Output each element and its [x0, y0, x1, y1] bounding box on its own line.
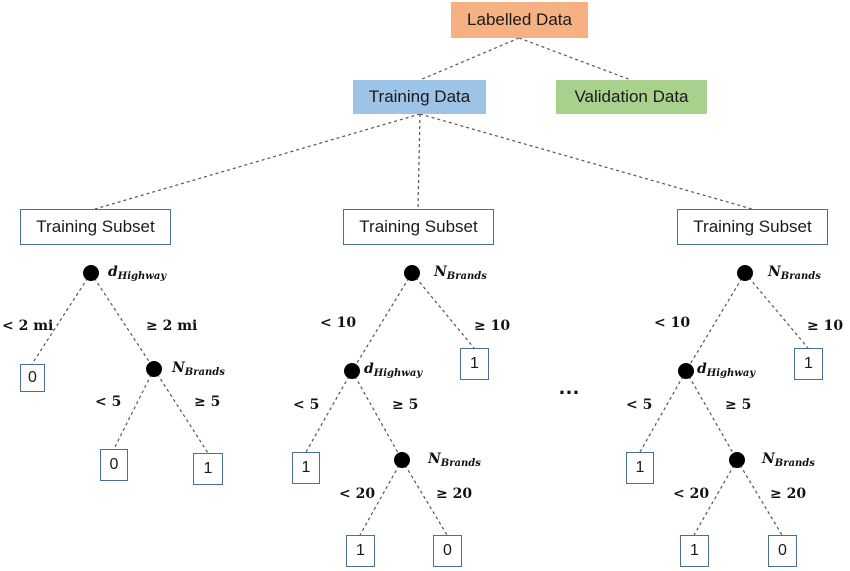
- training-subset-box-2: Training Subset: [343, 209, 494, 245]
- tree2-node-2: [344, 363, 360, 379]
- tree1-leaf-3: 1: [193, 453, 223, 485]
- edge-root-validation: [518, 37, 632, 81]
- edge-t3-node2-node3: [685, 370, 738, 461]
- tree2-cond-2: ≥ 10: [474, 318, 511, 334]
- edge-training-subset-3: [419, 113, 753, 210]
- tree1-cond-2: ≥ 2 mi: [146, 318, 198, 334]
- tree1-node-2: [146, 361, 162, 377]
- more-subsets-ellipsis: …: [558, 374, 581, 399]
- edge-t1-node2-leaf-right: [153, 368, 209, 454]
- tree3-leaf-2: 1: [626, 452, 654, 484]
- edge-t2-root-leaf: [411, 272, 475, 349]
- tree2-node-root-label: NBrands: [434, 264, 487, 282]
- tree2-leaf-2: 1: [292, 452, 320, 484]
- tree1-node-root-label: dHighway: [108, 264, 167, 282]
- edge-t2-node3-leaf-right: [401, 459, 448, 536]
- tree2-node-root: [404, 265, 420, 281]
- labelled-data-box: Labelled Data: [451, 2, 588, 38]
- tree3-cond-6: ≥ 20: [770, 486, 807, 502]
- tree3-leaf-3: 1: [680, 535, 709, 567]
- tree2-cond-3: < 5: [293, 397, 320, 413]
- tree2-leaf-4: 0: [433, 535, 462, 567]
- edge-t2-node3-leaf-left: [359, 459, 403, 536]
- tree1-leaf-1: 0: [20, 364, 45, 392]
- tree2-leaf-3: 1: [346, 535, 375, 567]
- tree2-cond-1: < 10: [320, 315, 357, 331]
- edge-training-subset-1: [94, 113, 421, 210]
- edge-t3-root-node2: [685, 272, 746, 372]
- edge-root-training: [419, 37, 520, 81]
- tree1-node-root: [83, 265, 99, 281]
- tree1-cond-1: < 2 mi: [2, 318, 54, 334]
- tree1-cond-4: ≥ 5: [194, 394, 221, 410]
- training-subset-box-3: Training Subset: [677, 209, 828, 245]
- tree3-leaf-1: 1: [794, 348, 823, 380]
- tree3-node-2-label: dHighway: [697, 361, 756, 379]
- tree3-cond-3: < 5: [626, 397, 653, 413]
- edge-t1-root-node2: [90, 272, 155, 370]
- tree3-node-root: [737, 265, 753, 281]
- tree3-leaf-4: 0: [768, 535, 797, 567]
- edge-t1-node2-leaf-left: [113, 368, 155, 450]
- tree1-node-2-label: NBrands: [172, 360, 225, 378]
- tree1-leaf-2: 0: [100, 449, 128, 481]
- tree2-cond-4: ≥ 5: [392, 397, 419, 413]
- tree3-node-2: [678, 363, 694, 379]
- tree2-cond-5: < 20: [339, 486, 376, 502]
- training-subset-box-1: Training Subset: [20, 209, 171, 245]
- tree3-node-root-label: NBrands: [768, 264, 821, 282]
- edge-t3-node3-leaf-right: [736, 459, 783, 536]
- training-data-box: Training Data: [353, 80, 486, 114]
- tree2-node-3: [394, 452, 410, 468]
- edge-t3-root-leaf: [744, 272, 809, 349]
- edge-t3-node3-leaf-left: [693, 459, 738, 536]
- tree3-node-3: [729, 452, 745, 468]
- tree2-leaf-1: 1: [460, 348, 489, 380]
- tree2-node-3-label: NBrands: [428, 451, 481, 469]
- validation-data-box: Validation Data: [556, 80, 707, 114]
- tree2-cond-6: ≥ 20: [436, 486, 473, 502]
- tree1-cond-3: < 5: [95, 394, 122, 410]
- tree3-cond-1: < 10: [654, 315, 691, 331]
- tree3-cond-2: ≥ 10: [807, 318, 844, 334]
- edge-t1-root-leaf: [31, 272, 92, 365]
- tree3-cond-5: < 20: [673, 486, 710, 502]
- edge-t2-root-node2: [351, 272, 413, 372]
- edge-training-subset-2: [417, 113, 421, 210]
- edge-t2-node2-node3: [351, 370, 403, 461]
- tree3-cond-4: ≥ 5: [725, 397, 752, 413]
- tree2-node-2-label: dHighway: [364, 361, 423, 379]
- tree3-node-3-label: NBrands: [762, 451, 815, 469]
